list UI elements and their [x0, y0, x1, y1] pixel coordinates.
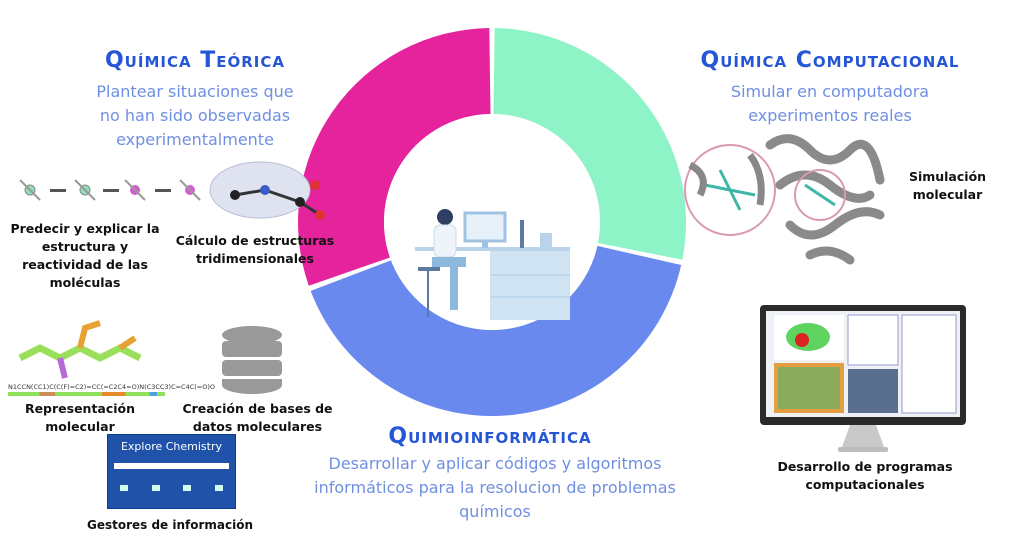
label-predecir: Predecir y explicar la estructura y reac… [10, 221, 160, 290]
donut-segment-teorica [298, 28, 491, 286]
title-quimica-teorica: Química Teórica [104, 48, 285, 73]
label-simulacion: Simulación molecular [908, 169, 987, 202]
scientist-illustration [415, 209, 570, 320]
explore-chemistry-thumbnail: Explore Chemistry [107, 434, 236, 509]
protein-simulation-illustration [684, 134, 885, 265]
3d-structure-illustration [209, 161, 325, 220]
explore-search-bar [114, 463, 229, 469]
subtitle-quimica-teorica: Plantear situaciones que no han sido obs… [96, 82, 294, 149]
smiles-string: N1CCN(CC1)C(C(F)=C2)=CC(=C2C4=O)N(C3CC3)… [8, 383, 216, 391]
molecule-representation-illustration [18, 320, 142, 379]
title-quimica-computacional: Química Computacional [700, 48, 960, 73]
donut-segment-computacional [493, 28, 686, 260]
subtitle-quimioinformatica: Desarrollar y aplicar códigos y algoritm… [314, 454, 676, 521]
explore-title: Explore Chemistry [120, 440, 223, 453]
label-calculo: Cálculo de estructuras tridimensionales [175, 233, 335, 266]
smiles-color-bar [8, 392, 165, 396]
label-bases: Creación de bases de datos moleculares [182, 401, 333, 434]
subtitle-quimica-computacional: Simular en computadora experimentos real… [730, 82, 930, 125]
reaction-molecules-illustration [19, 179, 201, 201]
label-programas: Desarrollo de programas computacionales [777, 459, 953, 492]
title-quimioinformatica: Quimioinformática [388, 424, 592, 449]
label-representacion: Representación molecular [24, 401, 136, 434]
label-gestores: Gestores de información [86, 518, 254, 532]
donut-segment-quimioinformatica [310, 245, 682, 416]
database-icon [222, 326, 282, 394]
monitor-software-illustration [760, 305, 966, 452]
